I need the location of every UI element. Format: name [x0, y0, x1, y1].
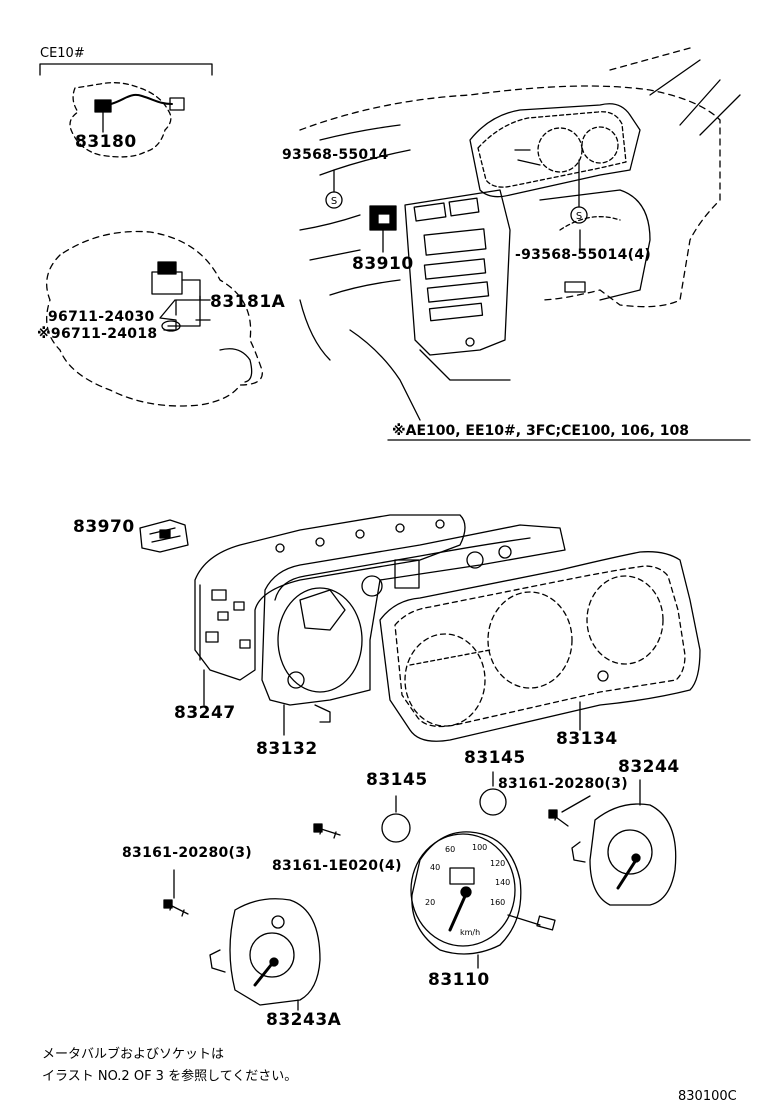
dashboard-illustration: [299, 47, 741, 421]
svg-text:100: 100: [472, 843, 487, 852]
label-part-83243A: 83243A: [266, 1010, 342, 1030]
svg-text:160: 160: [490, 898, 505, 907]
label-part-83181A: 83181A: [210, 292, 286, 312]
applicability-note: ※AE100, EE10#, 3FC;CE100, 106, 108: [392, 423, 690, 439]
standard-part-marks: S S: [325, 159, 588, 224]
part-83110-speedometer-sketch: 40 60 100 120 140 160 20 km/h: [410, 831, 556, 969]
part-83247-circuit-plate: [194, 514, 466, 706]
screw-icons: [163, 795, 591, 917]
part-83244-gauge-sketch: [571, 779, 677, 906]
label-part-83161-1E020: 83161-1E020(4): [272, 858, 402, 874]
figure-code: 830100C: [678, 1089, 737, 1104]
label-part-96711-24018: ※96711-24018: [37, 326, 158, 342]
svg-text:40: 40: [430, 863, 440, 872]
svg-text:20: 20: [425, 898, 435, 907]
label-part-83247: 83247: [174, 703, 236, 723]
label-part-83161-20280-right: 83161-20280(3): [498, 776, 628, 792]
label-part-93568-55014-b: -93568-55014(4): [515, 247, 652, 263]
label-part-83244: 83244: [618, 757, 680, 777]
label-part-83110: 83110: [428, 970, 490, 990]
part-83243A-gauge-sketch: [209, 898, 321, 1011]
label-part-83134: 83134: [556, 729, 618, 749]
label-part-83910: 83910: [352, 254, 414, 274]
ce10-group-bracket: [39, 63, 213, 76]
label-part-83132: 83132: [256, 739, 318, 759]
part-83145-lens-a-icon: [381, 813, 411, 843]
reference-note-line-2: イラスト NO.2 OF 3 を参照してください。: [42, 1069, 298, 1084]
label-ce10-group: CE10#: [40, 46, 85, 61]
part-83132-cluster-case: [261, 524, 566, 736]
part-83970-bracket-sketch: [139, 519, 189, 553]
label-part-96711-24030: 96711-24030: [48, 309, 155, 325]
s-mark-text-right: S: [576, 211, 582, 222]
reference-note-line-1: メータバルブおよびソケットは: [42, 1047, 225, 1062]
svg-text:140: 140: [495, 878, 510, 887]
label-part-83161-20280-left: 83161-20280(3): [122, 845, 252, 861]
svg-text:km/h: km/h: [460, 928, 480, 937]
label-part-83970: 83970: [73, 517, 135, 537]
part-83181A-sensor-sketch: [46, 230, 263, 407]
svg-text:60: 60: [445, 845, 455, 854]
label-part-83145-b: 83145: [464, 748, 526, 768]
label-part-83145-a: 83145: [366, 770, 428, 790]
label-part-83180: 83180: [75, 132, 137, 152]
part-83145-lens-b-icon: [479, 788, 507, 816]
svg-text:120: 120: [490, 859, 505, 868]
label-part-93568-55014-a: 93568-55014: [282, 147, 389, 163]
s-mark-text-left: S: [331, 196, 337, 207]
part-83180-speed-sensor-sketch: [69, 82, 185, 158]
part-83134-cluster-lens: [379, 551, 701, 742]
